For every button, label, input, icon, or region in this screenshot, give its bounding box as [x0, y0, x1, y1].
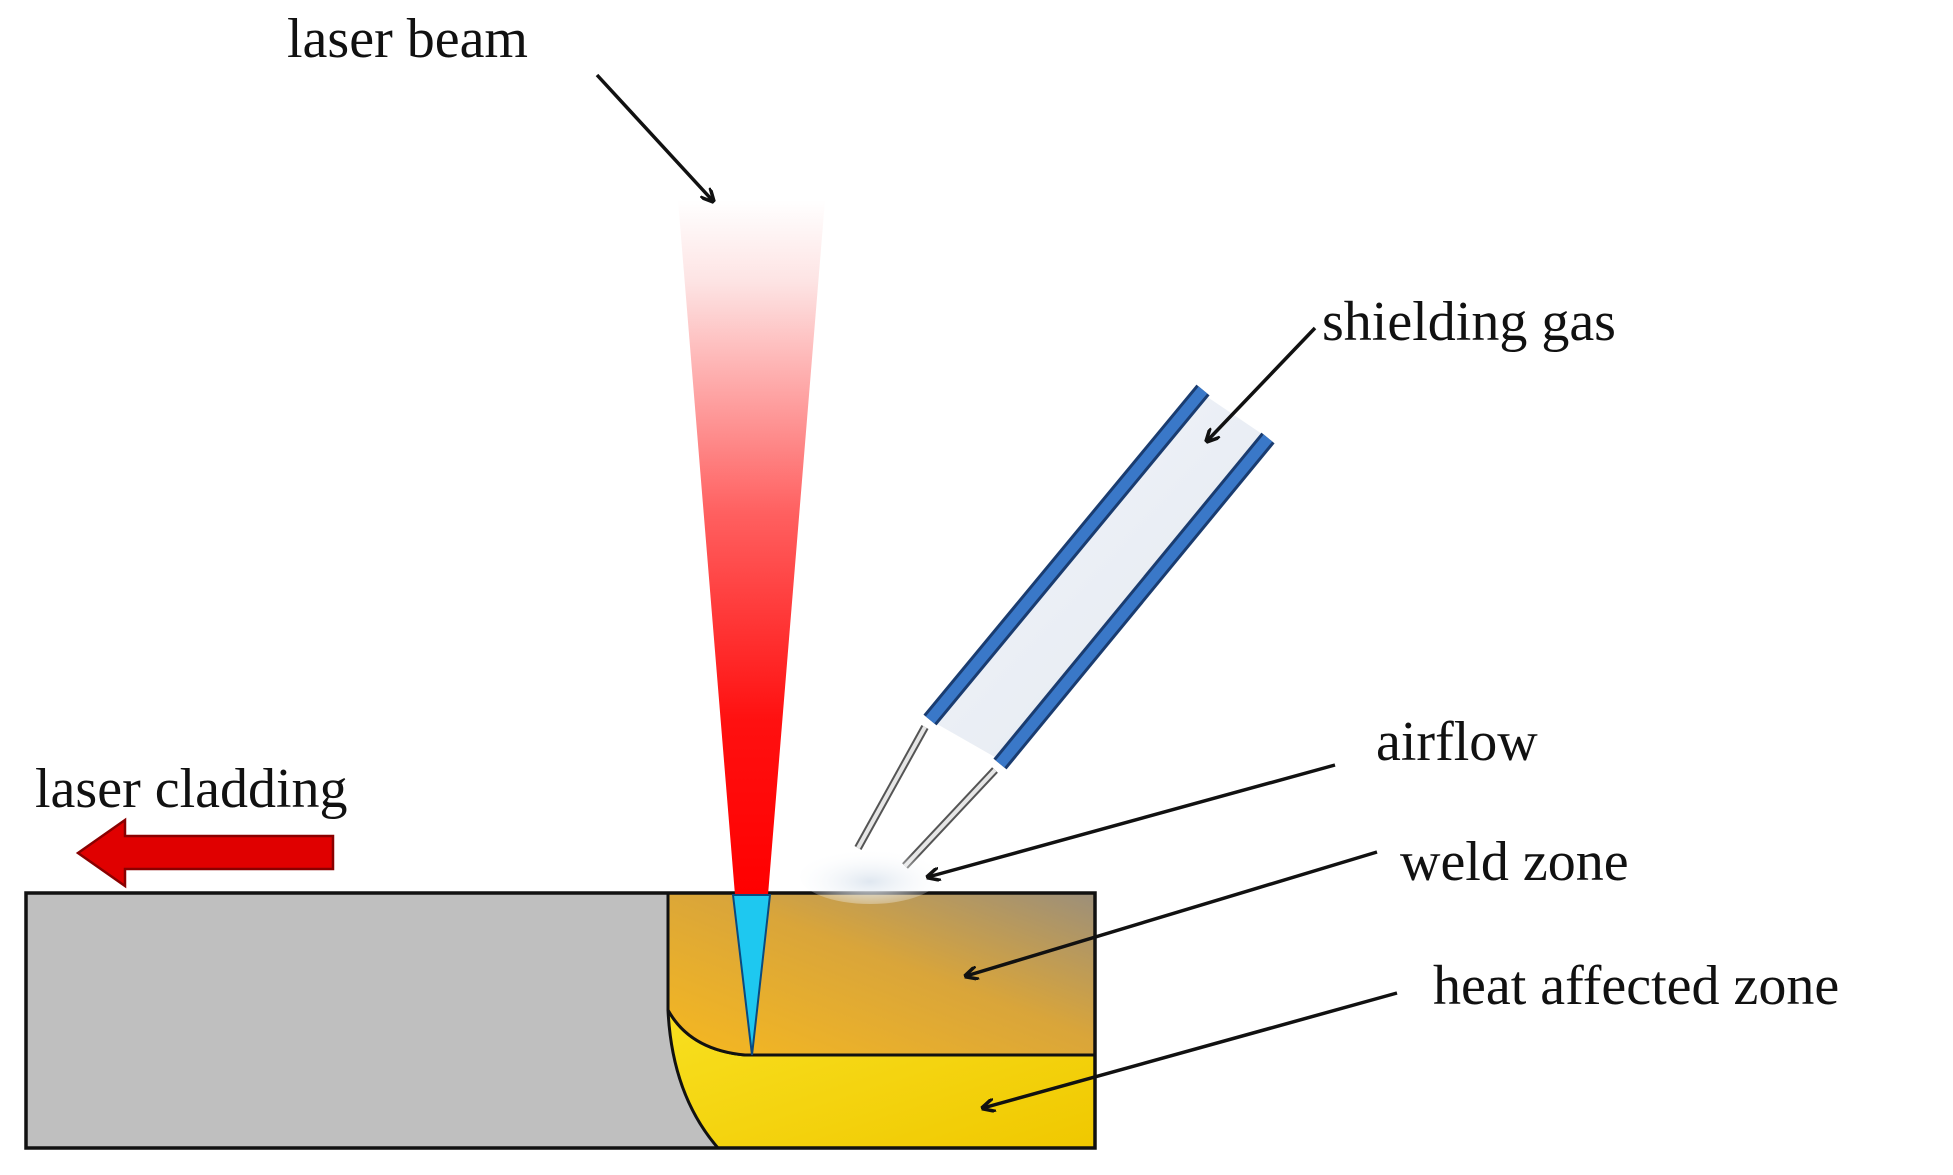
keyhole — [731, 894, 772, 1056]
weld-zone — [666, 891, 1097, 1057]
shielding-gas-label: shielding gas — [1322, 291, 1616, 353]
heat-affected-zone-label: heat affected zone — [1433, 955, 1839, 1017]
shielding-gas-nozzle — [854, 384, 1275, 869]
laser-cladding-label: laser cladding — [35, 758, 348, 820]
airflow-label: airflow — [1376, 711, 1538, 773]
shielding-gas-leader — [1207, 326, 1317, 441]
heat-affected-zone-leader — [983, 991, 1398, 1108]
weld-zone-leader — [966, 850, 1378, 976]
laser-beam — [678, 200, 825, 895]
weld-zone-label: weld zone — [1400, 831, 1629, 893]
laser-cladding-direction-arrow — [75, 817, 335, 889]
airflow-leader — [928, 763, 1336, 877]
airflow-haze — [800, 848, 940, 904]
workpiece-outline — [24, 891, 1097, 1150]
laser-beam-label: laser beam — [287, 8, 528, 70]
laser-beam-leader — [595, 73, 713, 201]
base-metal — [24, 891, 721, 1150]
